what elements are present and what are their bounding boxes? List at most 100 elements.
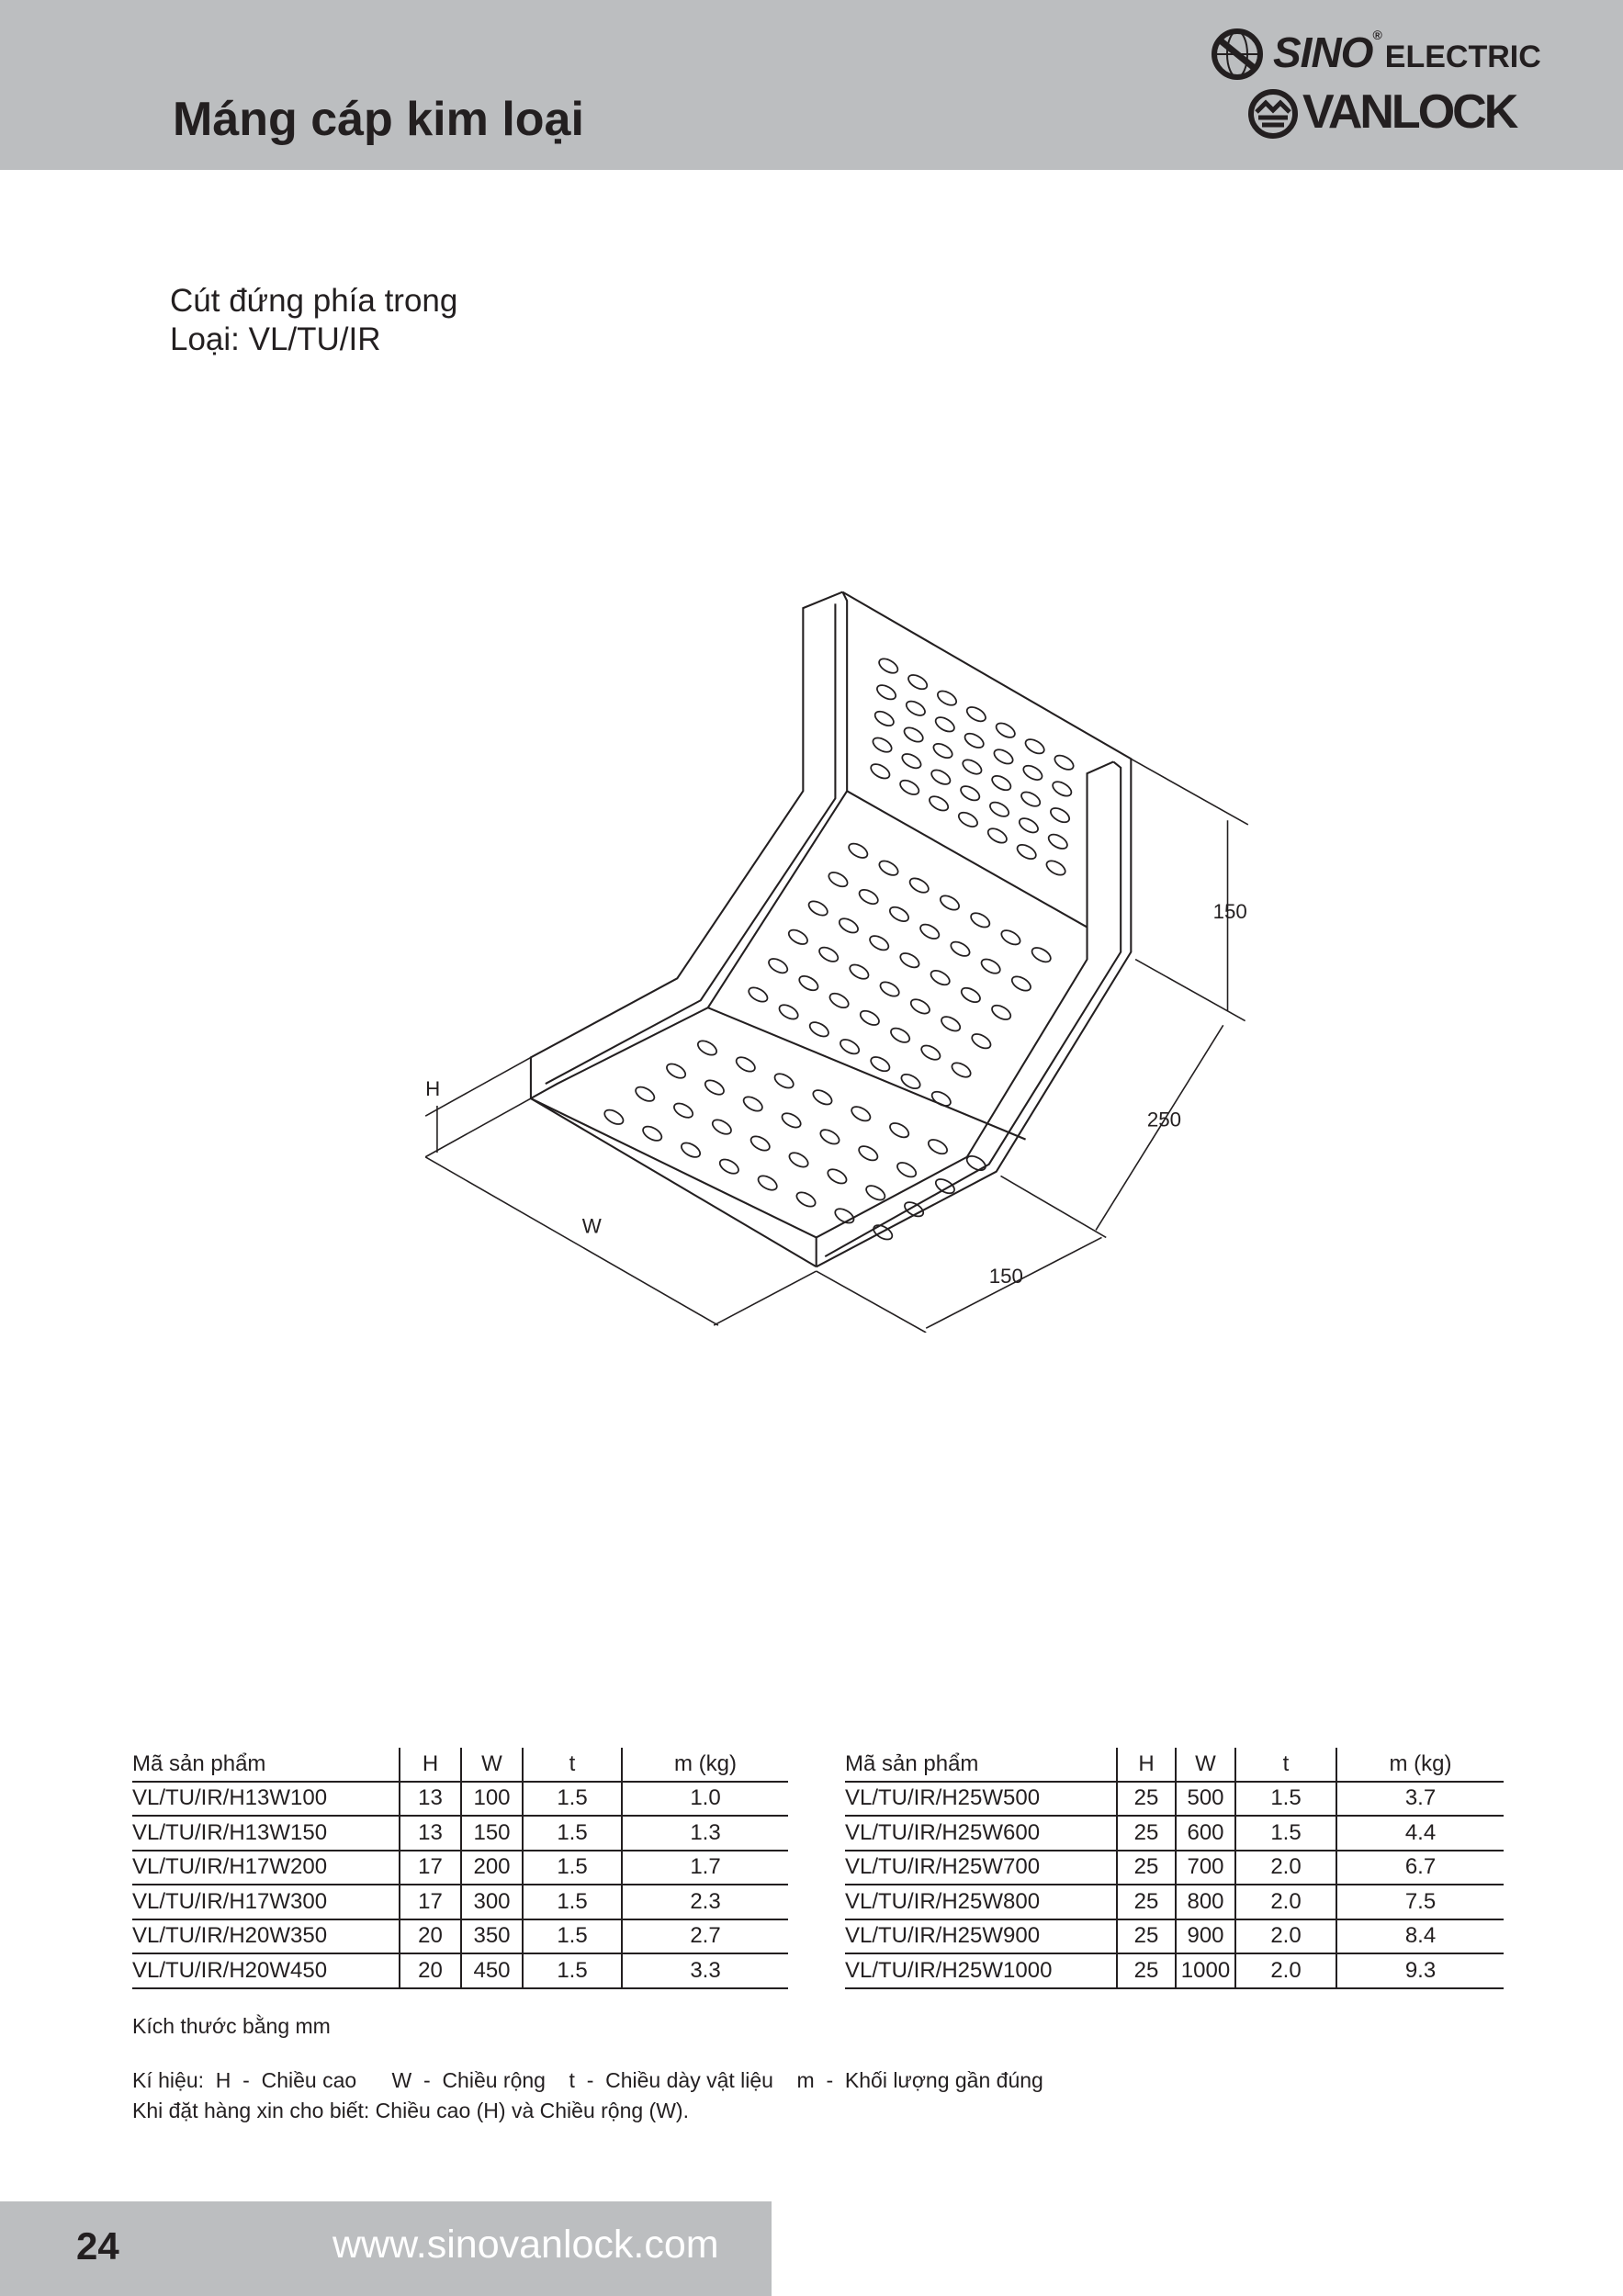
cell-height: 25 <box>1116 1954 1175 1987</box>
dim-label-bottom-150: 150 <box>989 1265 1023 1288</box>
cell-product-code: VL/TU/IR/H25W500 <box>845 1785 1041 1811</box>
perforation-hole <box>962 759 983 775</box>
cell-mass: 1.7 <box>621 1851 788 1884</box>
cell-thickness: 2.0 <box>1234 1885 1336 1919</box>
perforation-hole <box>896 1162 918 1178</box>
perforation-hole <box>787 929 808 945</box>
cell-height: 13 <box>399 1817 460 1850</box>
perforation-hole <box>858 889 879 906</box>
header-thickness: t <box>1234 1748 1336 1781</box>
perforation-hole <box>642 1125 663 1142</box>
product-type: Loại: VL/TU/IR <box>170 321 381 357</box>
cell-width: 1000 <box>1175 1954 1234 1987</box>
perforation-hole <box>957 811 978 827</box>
perforation-hole <box>971 1033 992 1050</box>
cell-mass: 3.3 <box>621 1954 788 1987</box>
perforation-hole <box>1045 860 1066 876</box>
perforation-hole <box>1010 975 1031 992</box>
cell-width: 700 <box>1175 1851 1234 1884</box>
cell-product-code: VL/TU/IR/H13W150 <box>132 1819 328 1845</box>
cell-mass: 4.4 <box>1336 1817 1504 1850</box>
cell-product-code: VL/TU/IR/H25W600 <box>845 1819 1041 1845</box>
panel-break-2 <box>707 1007 1026 1141</box>
perforation-hole <box>878 860 899 876</box>
cell-width: 100 <box>460 1782 522 1815</box>
cell-width: 600 <box>1175 1817 1234 1850</box>
perforation-hole <box>929 795 950 812</box>
perforation-hole <box>851 1106 872 1122</box>
perforation-hole <box>930 769 952 785</box>
perforation-hole <box>932 742 953 760</box>
perforation-hole <box>718 1158 739 1175</box>
header-thickness: t <box>522 1748 621 1781</box>
perforation-hole <box>757 1175 778 1191</box>
perforation-hole <box>827 1168 848 1185</box>
perforation-hole <box>1031 947 1052 963</box>
cell-height: 17 <box>399 1851 460 1884</box>
cell-thickness: 1.5 <box>522 1817 621 1850</box>
perforation-hole <box>768 958 789 974</box>
cell-width: 450 <box>460 1954 522 1987</box>
cell-product-code: VL/TU/IR/H17W300 <box>132 1888 328 1914</box>
perforation-hole <box>858 1145 879 1162</box>
cell-mass: 1.0 <box>621 1782 788 1815</box>
website-link[interactable]: www.sinovanlock.com <box>332 2223 719 2267</box>
tray-outer-right <box>816 591 1133 1268</box>
page-number: 24 <box>76 2224 119 2268</box>
header-width: W <box>1175 1748 1234 1781</box>
perforation-hole <box>1018 817 1039 834</box>
cell-product-code: VL/TU/IR/H25W1000 <box>845 1957 1053 1983</box>
perforation-hole <box>704 1079 725 1096</box>
cell-height: 25 <box>1116 1885 1175 1919</box>
dim-label-w: W <box>582 1215 602 1238</box>
perforation-hole <box>965 706 986 723</box>
cell-mass: 2.3 <box>621 1885 788 1919</box>
cell-thickness: 2.0 <box>1234 1919 1336 1953</box>
cell-mass: 9.3 <box>1336 1954 1504 1987</box>
perforation-hole <box>696 1040 717 1056</box>
perforation-hole <box>908 877 930 894</box>
perforation-hole <box>879 981 900 997</box>
perforation-hole <box>919 923 941 940</box>
perforation-hole <box>939 895 960 911</box>
vanlock-emblem-icon <box>1248 89 1298 139</box>
cell-thickness: 1.5 <box>522 1851 621 1884</box>
cell-product-code: VL/TU/IR/H17W200 <box>132 1854 328 1880</box>
page-header <box>0 0 1623 170</box>
cell-height: 17 <box>399 1885 460 1919</box>
perforation-hole <box>872 737 893 753</box>
perforation-hole <box>964 732 985 748</box>
perforation-hole <box>795 1191 817 1208</box>
perforation-hole <box>778 1004 799 1020</box>
perforation-hole <box>828 992 850 1008</box>
perforation-hole <box>937 690 958 706</box>
perforation-hole <box>838 917 859 934</box>
perforation-hole <box>899 952 920 969</box>
sino-globe-icon <box>1212 28 1263 80</box>
order-note: Khi đặt hàng xin cho biết: Chiều cao (H)… <box>132 2099 689 2122</box>
perforation-hole <box>900 1073 921 1090</box>
dim-label-250: 250 <box>1147 1108 1181 1131</box>
perforation-hole <box>1047 833 1068 850</box>
cell-mass: 2.7 <box>621 1919 788 1953</box>
perforation-hole <box>950 940 971 957</box>
brand-logo: SINO®ELECTRIC VANLOCK <box>1211 24 1541 148</box>
cell-height: 20 <box>399 1954 460 1987</box>
cell-height: 25 <box>1116 1817 1175 1850</box>
cell-thickness: 2.0 <box>1234 1851 1336 1884</box>
cell-product-code: VL/TU/IR/H25W700 <box>845 1854 1041 1880</box>
perforation-hole <box>991 775 1012 792</box>
perforation-hole <box>960 785 981 802</box>
cell-thickness: 1.5 <box>522 1885 621 1919</box>
cell-mass: 3.7 <box>1336 1782 1504 1815</box>
perforation-hole <box>993 748 1014 765</box>
cell-width: 800 <box>1175 1885 1234 1919</box>
